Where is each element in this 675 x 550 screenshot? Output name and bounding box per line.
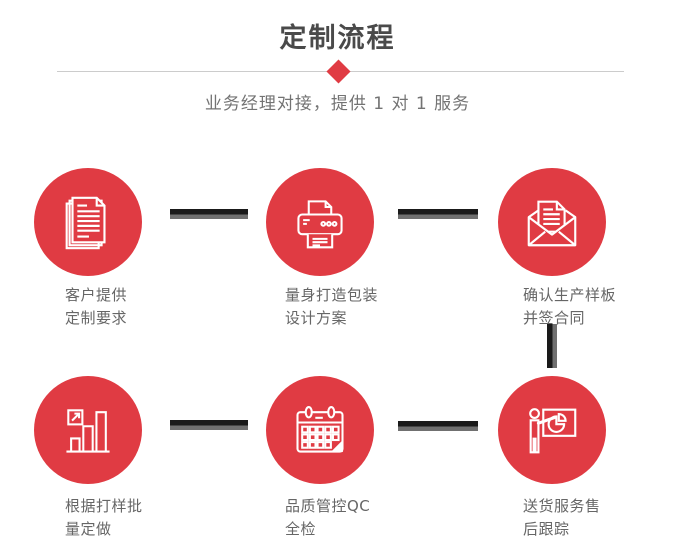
- connector-step2-step3: [398, 209, 478, 219]
- connector-step3-step6: [547, 324, 557, 368]
- step-label-1: 客户提供定制要求: [65, 284, 127, 330]
- step-label-5: 品质管控QC 全检: [285, 495, 370, 541]
- step-circle-3: [498, 168, 606, 276]
- section-title: 定制流程: [279, 23, 396, 54]
- section-subtitle: 业务经理对接，提供 1 对 1 服务: [204, 94, 471, 114]
- documents-icon: [57, 191, 119, 253]
- step-circle-1: [34, 168, 142, 276]
- step-circle-2: [266, 168, 374, 276]
- step4-line1: 根据打样批: [65, 497, 143, 515]
- step-circle-5: [266, 376, 374, 484]
- step2-line1: 量身打造包装: [285, 286, 379, 304]
- calendar-icon: [290, 400, 350, 460]
- step6-line1: 送货服务售: [523, 497, 601, 515]
- step-circle-6: [498, 376, 606, 484]
- step3-line2: 并签合同: [523, 309, 586, 327]
- connector-step1-step2: [170, 209, 248, 219]
- step1-line1: 客户提供: [65, 286, 128, 304]
- diamond-icon: [326, 59, 351, 84]
- step3-line1: 确认生产样板: [523, 286, 617, 304]
- step5-line1: 品质管控QC: [285, 497, 371, 515]
- step-label-2: 量身打造包装设计方案: [285, 284, 378, 330]
- envelope-icon: [521, 191, 583, 253]
- printer-icon: [290, 191, 350, 253]
- connector-step5-step6: [398, 421, 478, 431]
- connector-step4-step5: [170, 420, 248, 430]
- step-circle-4: [34, 376, 142, 484]
- presentation-icon: [521, 399, 583, 461]
- step5-line2: 全检: [285, 520, 317, 538]
- step4-line2: 量定做: [65, 520, 112, 538]
- step-label-3: 确认生产样板并签合同: [523, 284, 616, 330]
- bar-chart-icon: [58, 399, 118, 461]
- step-label-4: 根据打样批量定做: [65, 495, 143, 541]
- step2-line2: 设计方案: [285, 309, 348, 327]
- step-label-6: 送货服务售后跟踪: [523, 495, 601, 541]
- step6-line2: 后跟踪: [523, 520, 570, 538]
- step1-line2: 定制要求: [65, 309, 128, 327]
